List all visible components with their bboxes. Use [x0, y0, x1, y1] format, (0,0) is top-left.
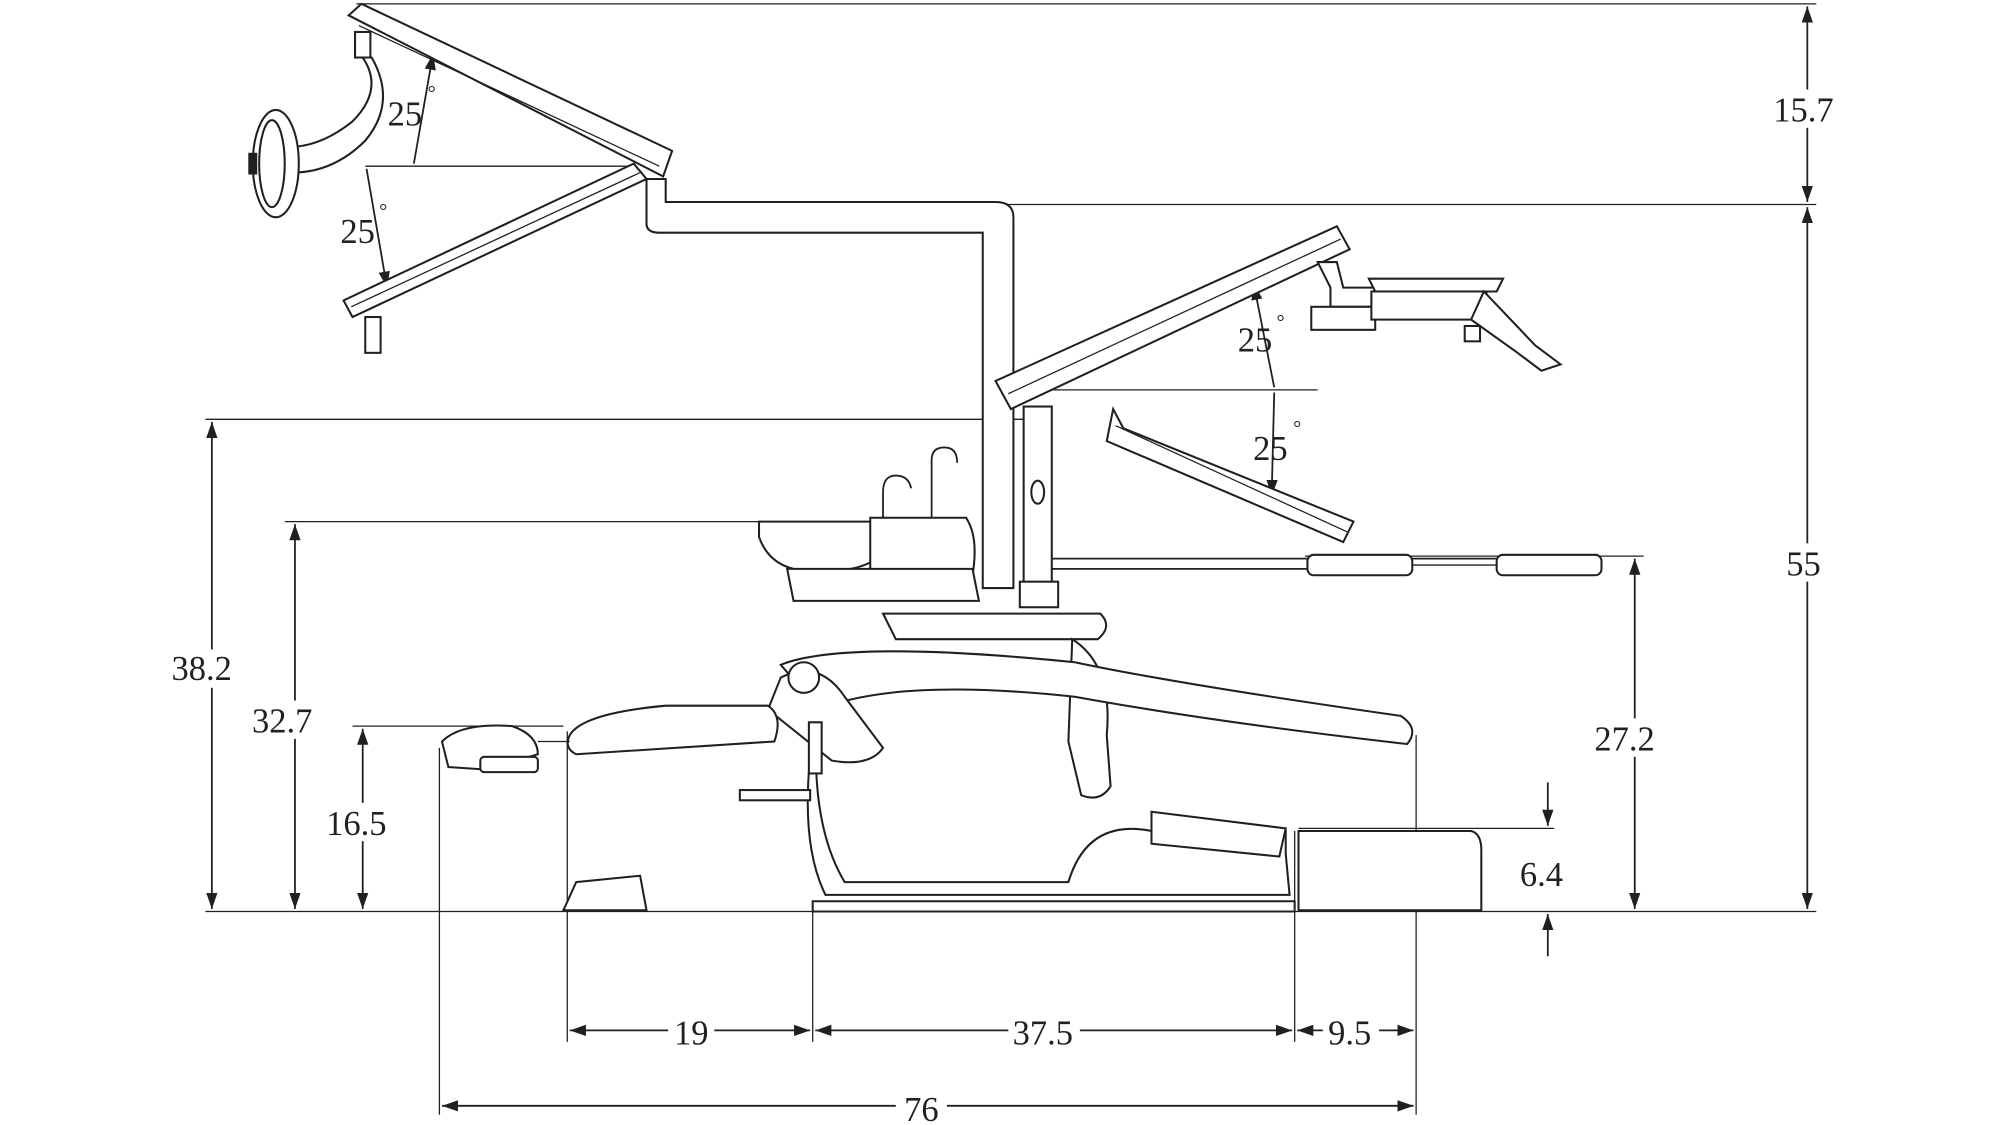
label-cuspidor-height: 32.7 [252, 703, 312, 741]
label-base-height: 6.4 [1520, 856, 1563, 894]
label-tray-arm-down-angle: 25 [1253, 430, 1288, 468]
label-overall-height: 55 [1786, 545, 1821, 583]
label-headrest-height: 16.5 [326, 805, 386, 843]
unit-post [1018, 405, 1060, 609]
label-light-arm-rise: 15.7 [1773, 91, 1833, 129]
label-tray-arm-up-angle: 25 [1238, 322, 1273, 360]
label-holder-height: 27.2 [1594, 720, 1654, 758]
degree-symbol: ° [428, 83, 436, 105]
label-headrest-to-base: 19 [674, 1014, 709, 1052]
operating-light-arm [248, 2, 1015, 590]
label-foot-length: 9.5 [1328, 1014, 1371, 1052]
instrument-tray-arm [994, 224, 1563, 544]
dimension-labels: 15.7 55 38.2 32.7 16.5 27.2 6.4 19 37.5 … [169, 83, 1837, 1125]
label-overall-length: 76 [904, 1091, 939, 1125]
cuspidor [757, 446, 981, 602]
dental-chair [440, 612, 1483, 913]
handpiece-holder [1051, 553, 1603, 577]
label-post-height: 38.2 [171, 650, 231, 688]
degree-symbol: ° [1277, 312, 1285, 334]
label-light-arm-up-angle: 25 [388, 95, 422, 133]
label-light-arm-down-angle: 25 [340, 213, 375, 251]
degree-symbol: ° [379, 200, 387, 222]
degree-symbol: ° [1293, 418, 1301, 440]
label-base-length: 37.5 [1013, 1014, 1073, 1052]
